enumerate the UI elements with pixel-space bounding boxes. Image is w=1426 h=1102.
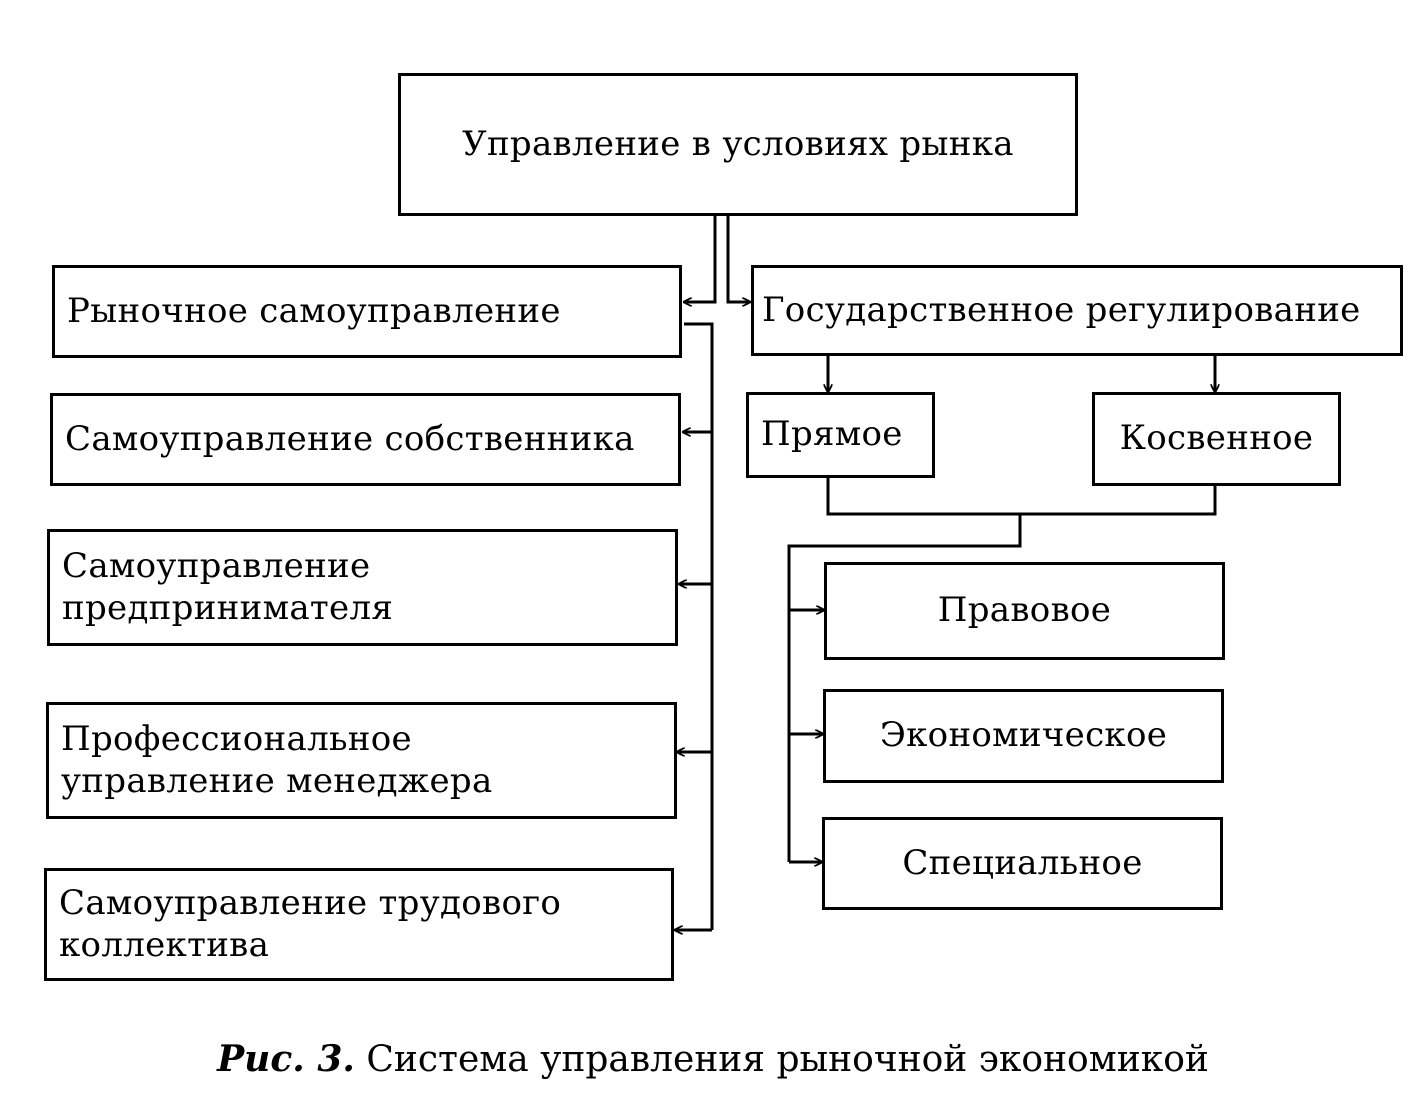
manager-management-label: Профессиональное управление менеджера	[49, 719, 493, 802]
root-box: Управление в условиях рынка	[398, 73, 1078, 216]
market-self-management-label: Рыночное самоуправление	[67, 290, 561, 331]
economic-box: Экономическое	[823, 689, 1224, 783]
special-box: Специальное	[822, 817, 1223, 910]
entrepreneur-self-management-label: Самоуправление предпринимателя	[50, 546, 393, 629]
economic-label: Экономическое	[879, 715, 1168, 756]
indirect-box: Косвенное	[1092, 392, 1341, 486]
indirect-label: Косвенное	[1119, 418, 1314, 459]
market-self-management-box: Рыночное самоуправление	[52, 265, 682, 358]
labor-line-2: коллектива	[59, 924, 270, 965]
entrepreneur-line-1: Самоуправление	[62, 546, 371, 587]
manager-line-2: управление менеджера	[61, 760, 493, 801]
figure-caption: Рис. 3. Система управления рыночной экон…	[0, 1038, 1426, 1080]
legal-box: Правовое	[824, 562, 1225, 660]
entrepreneur-line-2: предпринимателя	[62, 587, 394, 628]
special-label: Специальное	[902, 842, 1143, 883]
entrepreneur-self-management-box: Самоуправление предпринимателя	[47, 529, 678, 646]
direct-label: Прямое	[761, 414, 903, 455]
caption-text: Система управления рыночной экономикой	[366, 1039, 1209, 1080]
root-label: Управление в условиях рынка	[462, 123, 1014, 164]
labor-line-1: Самоуправление трудового	[59, 883, 562, 924]
owner-self-management-box: Самоуправление собственника	[50, 393, 681, 486]
legal-label: Правовое	[937, 590, 1112, 631]
manager-line-1: Профессиональное	[61, 719, 412, 760]
labor-collective-label: Самоуправление трудового коллектива	[47, 883, 561, 966]
state-regulation-box: Государственное регулирование	[751, 265, 1403, 356]
state-regulation-label: Государственное регулирование	[762, 289, 1361, 330]
owner-self-management-label: Самоуправление собственника	[65, 418, 635, 459]
labor-collective-box: Самоуправление трудового коллектива	[44, 868, 674, 981]
manager-management-box: Профессиональное управление менеджера	[46, 702, 677, 819]
caption-label: Рис. 3.	[217, 1038, 355, 1080]
direct-box: Прямое	[746, 392, 935, 478]
